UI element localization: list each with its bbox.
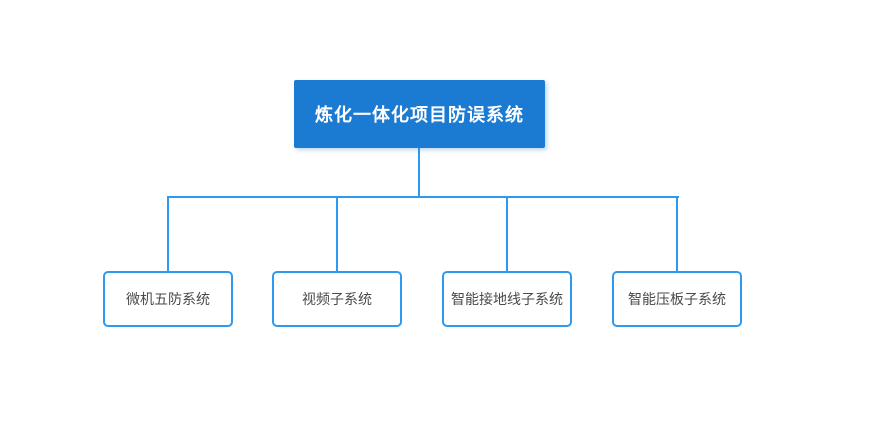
- child-node-label: 智能压板子系统: [628, 291, 726, 307]
- connector-drop-2: [336, 198, 338, 271]
- root-node[interactable]: 炼化一体化项目防误系统: [294, 80, 545, 148]
- connector-drop-1: [167, 198, 169, 271]
- connector-drop-3: [506, 198, 508, 271]
- child-node-video[interactable]: 视频子系统: [272, 271, 402, 327]
- connector-horizontal-rail: [167, 196, 679, 198]
- child-node-label: 微机五防系统: [126, 291, 210, 307]
- root-node-label: 炼化一体化项目防误系统: [315, 105, 524, 125]
- child-node-label: 智能接地线子系统: [451, 291, 563, 307]
- connector-root-vertical: [418, 148, 420, 196]
- child-node-pressure-plate[interactable]: 智能压板子系统: [612, 271, 742, 327]
- child-node-label: 视频子系统: [302, 291, 372, 307]
- child-node-grounding-line[interactable]: 智能接地线子系统: [442, 271, 572, 327]
- connector-drop-4: [676, 198, 678, 271]
- child-node-wuji-wufang[interactable]: 微机五防系统: [103, 271, 233, 327]
